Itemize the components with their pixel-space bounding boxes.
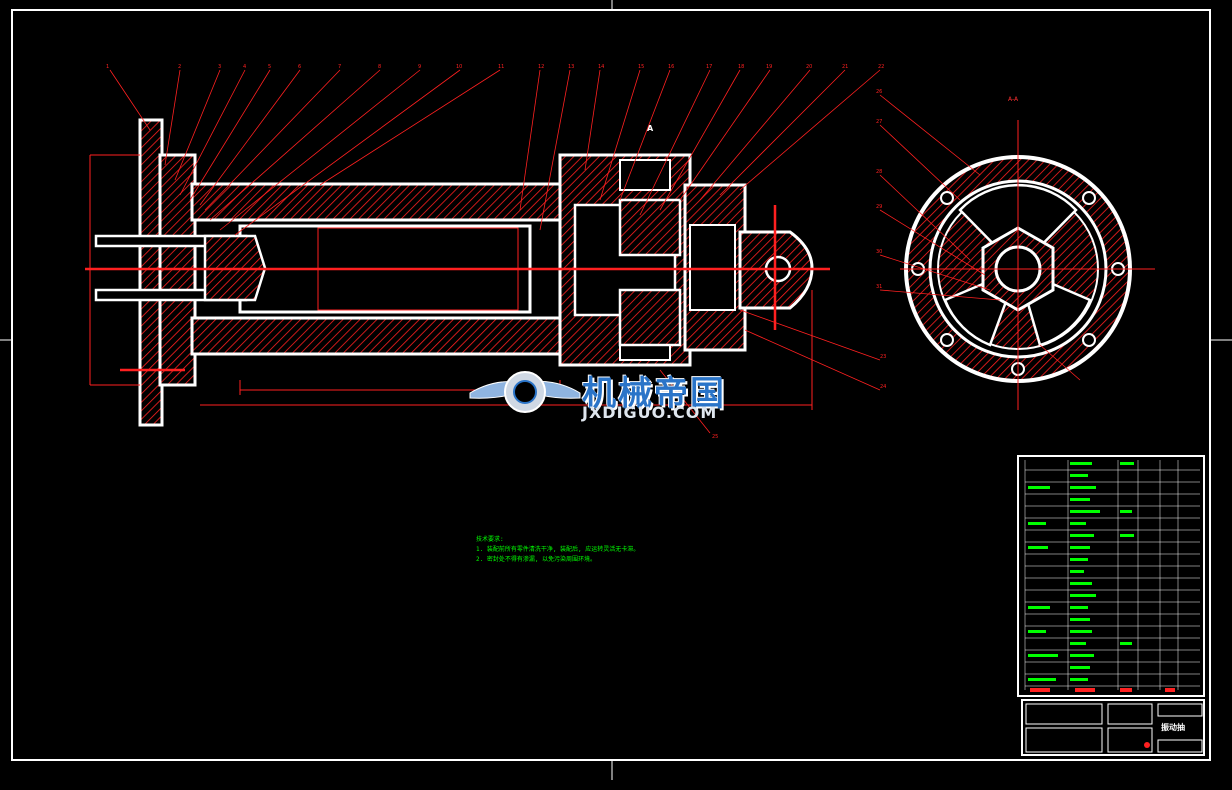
- svg-text:10: 10: [456, 64, 462, 70]
- notes-line: 2. 密封处不得有渗漏, 以免污染周围环境。: [476, 556, 597, 563]
- svg-text:3: 3: [218, 64, 221, 70]
- svg-text:5: 5: [268, 64, 271, 70]
- title-block: [1021, 699, 1205, 756]
- cross-section-view: 26 27 28 29 30 31: [876, 89, 1155, 410]
- svg-text:23: 23: [880, 354, 886, 360]
- svg-text:8: 8: [378, 64, 381, 70]
- svg-text:31: 31: [876, 284, 882, 290]
- watermark-logo-icon: [469, 371, 581, 413]
- svg-text:24: 24: [880, 384, 886, 390]
- svg-text:2: 2: [178, 64, 181, 70]
- watermark-url: JXDIGUO.COM: [582, 403, 718, 422]
- section-label: A-A: [1008, 96, 1019, 103]
- svg-text:9: 9: [418, 64, 421, 70]
- svg-text:26: 26: [876, 89, 882, 95]
- notes-line: 1. 装配前所有零件清洗干净, 装配后, 应运转灵活无卡滞。: [476, 546, 640, 553]
- svg-text:25: 25: [712, 434, 718, 440]
- svg-text:21: 21: [842, 64, 848, 70]
- notes-heading: 技术要求:: [476, 536, 504, 543]
- leader-lines: [109, 69, 881, 434]
- svg-text:30: 30: [876, 249, 882, 255]
- view-marker: A: [647, 124, 654, 133]
- svg-text:20: 20: [806, 64, 812, 70]
- watermark-brand-name: 机械帝国: [582, 374, 726, 414]
- svg-text:4: 4: [243, 64, 246, 70]
- svg-text:15: 15: [638, 64, 644, 70]
- svg-text:27: 27: [876, 119, 882, 125]
- svg-text:1: 1: [106, 64, 109, 70]
- svg-text:7: 7: [338, 64, 341, 70]
- outer-tube-lower: [190, 316, 564, 356]
- svg-text:29: 29: [876, 204, 882, 210]
- drawing-title: 振动抽: [1161, 723, 1185, 732]
- svg-text:19: 19: [766, 64, 772, 70]
- svg-text:11: 11: [498, 64, 504, 70]
- parts-list: [1017, 455, 1205, 697]
- svg-text:16: 16: [668, 64, 674, 70]
- outer-tube-upper: [190, 182, 564, 222]
- svg-text:14: 14: [598, 64, 604, 70]
- cross-leaders: [879, 94, 1081, 381]
- technical-notes: 技术要求: 1. 装配前所有零件清洗干净, 装配后, 应运转灵活无卡滞。 2. …: [476, 535, 639, 565]
- svg-text:13: 13: [568, 64, 574, 70]
- svg-text:17: 17: [706, 64, 712, 70]
- gear-lower: [618, 288, 682, 347]
- svg-text:28: 28: [876, 169, 882, 175]
- gear-upper: [618, 198, 682, 257]
- svg-text:6: 6: [298, 64, 301, 70]
- svg-text:12: 12: [538, 64, 544, 70]
- svg-text:18: 18: [738, 64, 744, 70]
- svg-text:22: 22: [878, 64, 884, 70]
